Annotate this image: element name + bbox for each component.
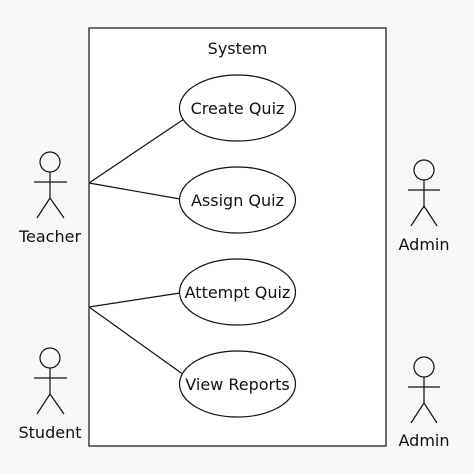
use-case-label: Assign Quiz xyxy=(191,191,284,210)
stick-figure-icon xyxy=(34,151,67,219)
use-case-create-quiz[interactable]: Create Quiz xyxy=(178,74,297,142)
system-label: System xyxy=(208,39,268,58)
use-case-assign-quiz[interactable]: Assign Quiz xyxy=(178,166,297,234)
actor-label: Admin xyxy=(399,235,450,254)
associations xyxy=(88,118,185,376)
association-line-teacher-create-quiz xyxy=(88,118,185,184)
use-case-ellipse xyxy=(178,258,297,326)
actor-admin-1[interactable]: Admin xyxy=(399,159,450,254)
stick-figure-icon xyxy=(408,159,440,227)
actor-label: Teacher xyxy=(18,227,81,246)
stick-figure-icon xyxy=(34,347,67,415)
use-case-view-reports[interactable]: View Reports xyxy=(178,350,297,418)
use-case-label: Attempt Quiz xyxy=(185,283,291,302)
actor-admin-2[interactable]: Admin xyxy=(399,356,450,450)
actor-label: Admin xyxy=(399,431,450,450)
use-case-ellipse xyxy=(178,350,297,418)
use-case-ellipse xyxy=(178,166,297,234)
association-line-teacher-assign-quiz xyxy=(88,182,181,200)
association-line-student-attempt-quiz xyxy=(88,292,181,308)
actor-label: Student xyxy=(19,423,82,442)
stick-figure-icon xyxy=(408,356,440,424)
association-line-student-view-reports xyxy=(88,306,185,376)
actor-teacher[interactable]: Teacher xyxy=(18,151,81,246)
actor-student[interactable]: Student xyxy=(19,347,82,442)
use-case-attempt-quiz[interactable]: Attempt Quiz xyxy=(178,258,297,326)
use-case-label: Create Quiz xyxy=(191,99,285,118)
use-case-label: View Reports xyxy=(185,375,289,394)
use-case-ellipse xyxy=(178,74,297,142)
